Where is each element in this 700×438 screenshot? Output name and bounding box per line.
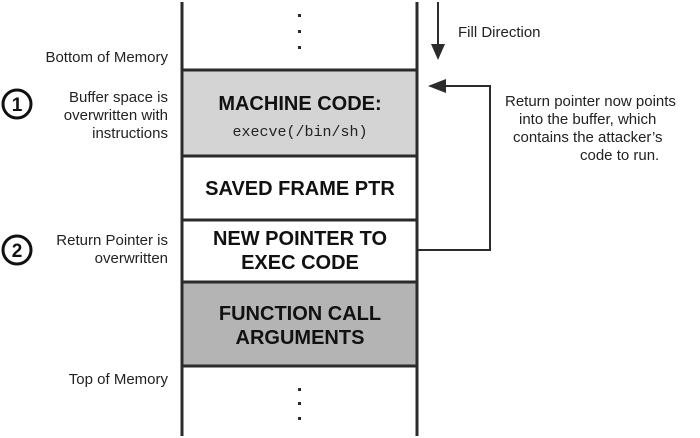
fill-direction-arrowhead xyxy=(431,44,445,60)
marker-1: 1 Buffer space is overwritten with instr… xyxy=(1,88,168,142)
marker-1-number: 1 xyxy=(12,95,23,116)
marker-2-text-line2: overwritten xyxy=(95,250,168,267)
saved-frame-ptr-box xyxy=(180,154,419,222)
return-note-line2: into the buffer, which xyxy=(519,111,656,128)
return-note-line4: code to run. xyxy=(580,147,659,164)
marker-1-text-line1: Buffer space is xyxy=(69,89,168,106)
ellipsis-bottom xyxy=(298,388,301,420)
function-args-line1: FUNCTION CALL xyxy=(219,303,381,325)
fill-direction-label: Fill Direction xyxy=(458,24,541,41)
marker-1-circle xyxy=(1,88,33,120)
bottom-of-memory-label: Bottom of Memory xyxy=(45,49,168,66)
return-pointer-line xyxy=(417,85,491,251)
return-note-line1: Return pointer now points xyxy=(505,93,676,110)
marker-2-circle xyxy=(1,234,33,266)
return-pointer-note: Return pointer now points into the buffe… xyxy=(505,93,676,164)
machine-code-command: execve(/bin/sh) xyxy=(232,124,367,141)
top-of-memory-label: Top of Memory xyxy=(69,371,169,388)
function-args-box xyxy=(180,280,419,368)
marker-1-text-line2: overwritten with xyxy=(64,107,168,124)
marker-2-text-line1: Return Pointer is xyxy=(56,232,168,249)
return-pointer-connector xyxy=(417,79,491,251)
stack-block-machine-code: MACHINE CODE: execve(/bin/sh) xyxy=(180,68,419,158)
saved-frame-ptr-label: SAVED FRAME PTR xyxy=(205,178,395,200)
function-args-line2: ARGUMENTS xyxy=(236,327,365,349)
marker-2-number: 2 xyxy=(12,241,23,262)
ellipsis-top xyxy=(298,14,301,49)
return-pointer-arrowhead xyxy=(428,79,446,93)
stack-block-saved-frame-ptr: SAVED FRAME PTR xyxy=(180,154,419,222)
new-pointer-line2: EXEC CODE xyxy=(241,252,359,274)
fill-direction-arrow xyxy=(431,2,445,60)
new-pointer-box xyxy=(180,218,419,284)
machine-code-title: MACHINE CODE: xyxy=(218,93,381,115)
marker-1-text-line3: instructions xyxy=(92,125,168,142)
stack-block-new-pointer: NEW POINTER TO EXEC CODE xyxy=(180,218,419,284)
machine-code-box xyxy=(180,68,419,158)
new-pointer-line1: NEW POINTER TO xyxy=(213,228,387,250)
return-note-line3: contains the attacker’s xyxy=(513,129,663,146)
marker-2: 2 Return Pointer is overwritten xyxy=(1,232,168,267)
stack-block-function-args: FUNCTION CALL ARGUMENTS xyxy=(180,280,419,368)
